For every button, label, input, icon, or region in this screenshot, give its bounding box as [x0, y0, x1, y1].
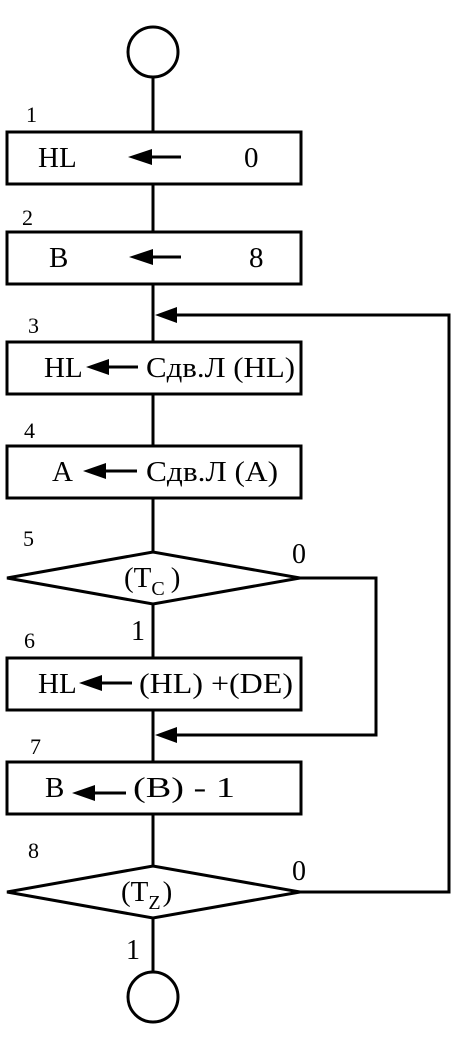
process-box: [5, 760, 303, 816]
block-number: 7: [30, 734, 41, 759]
yes-branch-label: 1: [131, 616, 145, 647]
no-branch-label: 0: [292, 539, 306, 570]
block-number: 4: [24, 418, 35, 443]
assigned-value: Сдв.Л (HL): [146, 352, 295, 384]
process-block-4: 4 A Сдв.Л (A): [5, 418, 303, 500]
decision-diamond: [6, 550, 301, 606]
start-terminator: [126, 25, 180, 79]
destination-register: A: [52, 456, 73, 488]
left-arrow-icon: [83, 463, 137, 479]
process-box: [5, 656, 303, 712]
process-block-2: 2 B 8: [5, 205, 303, 286]
connectors: [151, 78, 451, 972]
block-number: 3: [28, 313, 39, 338]
assigned-value: 8: [249, 242, 264, 274]
assigned-value: 0: [244, 142, 259, 174]
process-block-6: 6 HL (HL) +(DE): [5, 628, 303, 712]
assigned-value: (HL) +(DE): [139, 668, 293, 700]
decision-block-5: 5 (TC) 0 1: [6, 526, 306, 647]
decision-block-8: 8 (TZ) 0 1: [6, 838, 306, 966]
loop-back-line: [165, 313, 451, 894]
block-number: 6: [24, 628, 35, 653]
bypass-arrowhead: [155, 727, 177, 743]
bypass-line: [165, 576, 378, 737]
left-arrow-icon: [79, 675, 132, 691]
left-arrow-icon: [129, 249, 181, 265]
assigned-value: (B) - 1: [133, 772, 235, 804]
destination-register: HL: [38, 142, 77, 174]
process-block-1: 1 HL 0: [5, 102, 303, 186]
left-arrow-icon: [86, 359, 138, 375]
destination-register: HL: [44, 352, 83, 384]
condition-flag: (TC): [124, 562, 180, 600]
left-arrow-icon: [72, 785, 126, 801]
loop-back-arrowhead: [155, 307, 177, 323]
block-number: 1: [26, 102, 37, 127]
condition-flag: (TZ): [121, 876, 172, 914]
end-terminator: [126, 970, 180, 1024]
block-number: 2: [22, 205, 33, 230]
process-box: [5, 340, 303, 396]
process-block-7: 7 B (B) - 1: [5, 734, 303, 816]
left-arrow-icon: [128, 149, 181, 165]
destination-register: B: [45, 772, 64, 804]
yes-branch-label: 1: [126, 935, 140, 966]
no-branch-label: 0: [292, 856, 306, 887]
process-block-3: 3 HL Сдв.Л (HL): [5, 313, 303, 396]
destination-register: HL: [38, 668, 77, 700]
block-number: 8: [28, 838, 39, 863]
assigned-value: Сдв.Л (A): [146, 456, 278, 488]
destination-register: B: [49, 242, 68, 274]
block-number: 5: [23, 526, 34, 551]
decision-diamond: [6, 864, 301, 920]
process-box: [5, 444, 303, 500]
